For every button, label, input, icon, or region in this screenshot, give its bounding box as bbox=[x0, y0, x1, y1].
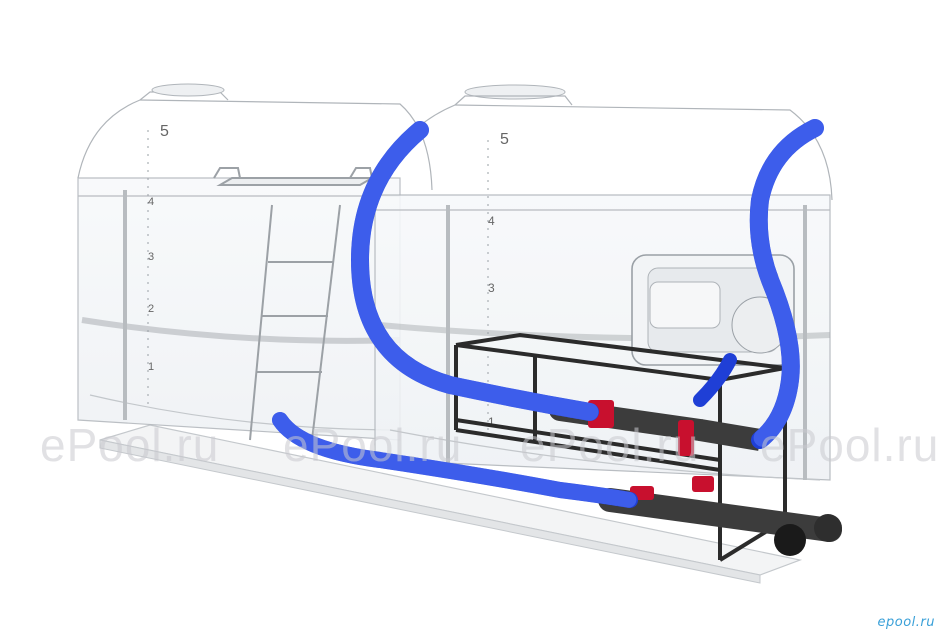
corner-logo: epool.ru bbox=[877, 615, 935, 630]
support-frame bbox=[454, 332, 787, 562]
left-scale-2: 2 bbox=[148, 303, 154, 315]
left-scale-3: 3 bbox=[148, 251, 154, 263]
right-scale-4: 4 bbox=[488, 214, 495, 228]
left-scale-4: 4 bbox=[148, 196, 154, 208]
base-platform bbox=[99, 424, 803, 584]
left-scale-1: 1 bbox=[148, 361, 154, 373]
right-scale-1: 1 bbox=[488, 415, 495, 429]
right-scale-3: 3 bbox=[488, 281, 495, 295]
corrugated-hoses bbox=[272, 119, 824, 508]
left-tank-scale: 5 4 3 2 1 bbox=[148, 123, 169, 373]
valve-upper-right bbox=[678, 420, 694, 456]
valve-lower-right bbox=[692, 476, 714, 492]
right-scale-5: 5 bbox=[500, 131, 509, 148]
right-tank-scale: 5 4 3 1 bbox=[488, 131, 509, 429]
left-scale-5: 5 bbox=[160, 123, 169, 140]
pump-unit bbox=[631, 254, 795, 366]
